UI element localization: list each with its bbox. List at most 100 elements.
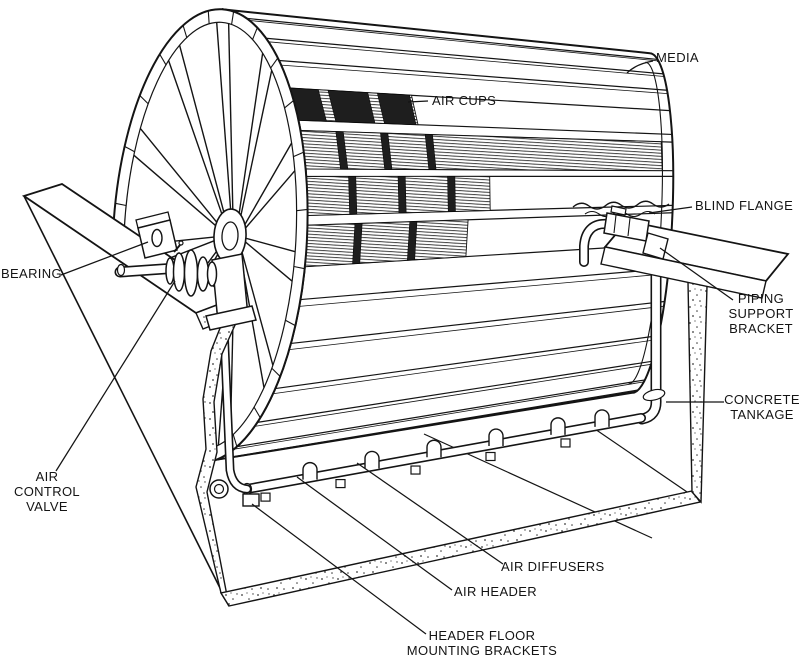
leader-blind-flange xyxy=(648,206,693,214)
label-air-header: AIR HEADER xyxy=(454,584,537,599)
gasket-squiggle xyxy=(572,200,670,210)
hub-inner xyxy=(221,221,239,251)
rim-segment-tick xyxy=(252,27,258,40)
flange-tab xyxy=(610,205,627,216)
spoke xyxy=(178,45,225,212)
rim-segment-tick xyxy=(293,265,305,270)
spoke xyxy=(167,60,223,214)
spoke xyxy=(238,53,264,214)
bearing-bore xyxy=(151,228,163,248)
media-panel-seam xyxy=(249,20,659,62)
air-diffuser-clamp xyxy=(488,428,504,447)
label-air-cups: AIR CUPS xyxy=(432,93,497,108)
label-header-floor-mounting-brackets: HEADER FLOOR MOUNTING BRACKETS xyxy=(406,628,558,658)
leader-air-control-valve xyxy=(55,280,176,472)
label-concrete-tankage: CONCRETE TANKAGE xyxy=(724,392,800,422)
spoke xyxy=(133,154,217,227)
air-cup-cell xyxy=(424,134,437,170)
rim-segment-tick xyxy=(182,25,188,38)
rim-segment-tick xyxy=(271,367,281,377)
air-cup-cell xyxy=(447,176,456,212)
media-panel-seam xyxy=(290,300,665,345)
header-floor-mounting-bracket xyxy=(260,492,271,502)
media-panel-seam xyxy=(272,339,658,395)
air-diffuser-clamp xyxy=(364,450,380,469)
leader-air-header xyxy=(296,476,453,591)
floor-seam xyxy=(591,426,691,495)
rim-segment-tick xyxy=(253,406,261,419)
spoke xyxy=(245,237,296,253)
leader-piping-support-bracket xyxy=(659,247,734,301)
rim-segment-tick xyxy=(231,11,235,25)
media-panel-seam xyxy=(278,59,668,91)
air-cup-cell xyxy=(376,93,417,125)
media-panel-seam xyxy=(198,392,633,464)
media-panel-seam xyxy=(268,41,665,77)
grease-fitting xyxy=(173,244,181,253)
spoke xyxy=(139,128,218,223)
air-control-valve-disc xyxy=(206,261,218,287)
media-panel-seam xyxy=(299,273,669,307)
pipe-union-inner xyxy=(213,483,225,495)
label-bearing: BEARING xyxy=(1,266,62,281)
spoke xyxy=(244,142,293,225)
shaft-end xyxy=(116,263,126,277)
spoke xyxy=(244,241,293,282)
media-panel-seam xyxy=(265,37,664,75)
spoke xyxy=(245,170,296,229)
right-wall-band xyxy=(687,281,708,504)
piping-support-bracket xyxy=(642,232,669,260)
rim-segment-tick xyxy=(284,100,294,109)
rim-segment-tick xyxy=(293,151,305,158)
media-panel-seam xyxy=(257,360,653,423)
rim-segment-tick xyxy=(285,319,296,327)
air-cup-cell xyxy=(407,221,418,261)
leader-bearing xyxy=(60,241,149,276)
label-air-diffusers: AIR DIFFUSERS xyxy=(501,559,605,574)
leader-air-diffusers xyxy=(356,462,504,565)
right-ledge-front xyxy=(600,246,767,299)
air-diffuser-clamp xyxy=(550,417,566,435)
grease-fitting-tip xyxy=(178,240,184,246)
rim-segment-tick xyxy=(124,145,135,153)
media-panel-seam xyxy=(246,17,658,61)
media-panel-seam xyxy=(221,8,650,54)
pedestal-base xyxy=(205,305,257,331)
leader-header-floor-mounting-brackets xyxy=(251,503,427,635)
air-diffuser-clamp xyxy=(426,439,442,458)
rim-segment-tick xyxy=(232,434,238,447)
leader-media xyxy=(626,60,654,74)
spoke xyxy=(240,70,273,216)
air-diffuser-clamp xyxy=(302,461,318,480)
rim-segment-tick xyxy=(139,95,149,105)
rim-segment-tick xyxy=(296,208,308,212)
air-control-valve-disc xyxy=(172,252,186,292)
rim-segment-tick xyxy=(159,53,167,66)
media-panel-seam xyxy=(300,267,669,301)
leader-air-cups xyxy=(407,100,429,103)
media-panel-seam xyxy=(254,363,652,427)
air-cup-cell xyxy=(335,131,349,170)
header-floor-mounting-bracket xyxy=(560,438,571,448)
spoke xyxy=(241,252,274,366)
air-cup-cell xyxy=(380,132,393,170)
media-panel-seam xyxy=(233,381,644,450)
pipe-flange-ring xyxy=(642,388,666,402)
air-cup-cell xyxy=(352,223,363,264)
air-control-valve-disc xyxy=(183,249,199,297)
media-panel-seam xyxy=(275,335,659,390)
label-blind-flange: BLIND FLANGE xyxy=(695,198,794,213)
header-floor-mounting-bracket xyxy=(410,465,421,475)
label-piping-support-bracket: PIPING SUPPORT BRACKET xyxy=(728,291,794,336)
label-air-control-valve: AIR CONTROL VALVE xyxy=(13,469,80,514)
air-cup-cell xyxy=(327,90,376,124)
header-floor-mounting-bracket xyxy=(335,478,346,489)
flange-bolt xyxy=(627,217,631,237)
label-media: MEDIA xyxy=(656,50,699,65)
flange-bolt xyxy=(613,214,617,234)
rim-segment-tick xyxy=(207,10,210,24)
air-diffuser-clamp xyxy=(594,409,610,427)
air-cup-cell xyxy=(348,176,358,215)
